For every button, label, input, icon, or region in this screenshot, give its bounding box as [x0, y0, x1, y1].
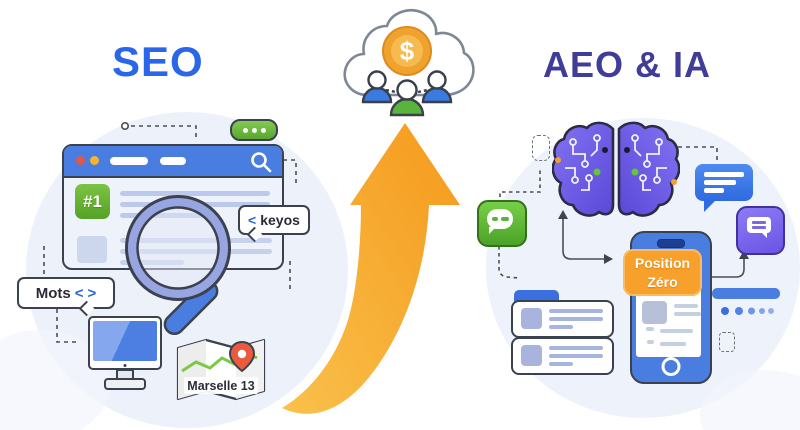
- text-line: [549, 317, 603, 321]
- map-label: Marselle 13: [187, 379, 254, 393]
- chat-bubble: [487, 209, 513, 234]
- phone-speaker: [657, 239, 685, 248]
- chevron-left-icon: <: [74, 284, 84, 302]
- seo-title: SEO: [112, 38, 204, 85]
- card-thumbnail: [521, 308, 542, 329]
- text-line: [674, 312, 701, 316]
- aeo-ia-title: AEO & IA: [543, 44, 712, 85]
- dot: [501, 217, 509, 221]
- dot: [260, 127, 266, 133]
- chevron-icon: <: [248, 212, 257, 228]
- map-pin-icon: [228, 340, 256, 373]
- search-icon: [251, 152, 272, 173]
- local-map-icon: Marselle 13: [176, 338, 266, 401]
- keywords-label: keyos: [260, 212, 300, 228]
- dot: [492, 217, 498, 221]
- monitor-base: [104, 378, 146, 390]
- blue-speech-bubble-icon: [695, 164, 753, 212]
- text-line: [752, 226, 766, 229]
- dollar-coin-icon: $: [382, 26, 432, 76]
- mots-label: Mots: [35, 284, 71, 302]
- text-line: [674, 304, 698, 308]
- rank-one-badge: #1: [75, 184, 110, 219]
- text-line: [120, 191, 270, 196]
- chat-bubble: [747, 217, 771, 238]
- green-chat-app-icon: [477, 200, 527, 247]
- address-bar: [110, 157, 148, 165]
- result-card: [511, 300, 614, 338]
- snippet-thumbnail: [642, 301, 667, 324]
- dot: [759, 308, 765, 314]
- mots-bubble: Mots < >: [17, 277, 115, 309]
- purple-chat-app-icon: [736, 206, 785, 255]
- result-thumbnail: [77, 236, 107, 263]
- user-group-icon: [361, 70, 453, 117]
- text-line: [660, 342, 686, 346]
- text-line: [704, 188, 724, 193]
- text-line: [549, 362, 573, 366]
- ellipsis-pill: [230, 119, 278, 141]
- keywords-bubble: < keyos: [238, 205, 310, 235]
- browser-header: [64, 146, 282, 178]
- window-dot-yellow: [90, 156, 99, 165]
- text-line: [660, 329, 693, 333]
- chevron-right-icon: >: [87, 284, 97, 302]
- dot: [242, 127, 248, 133]
- dashed-placeholder: [719, 332, 735, 352]
- ai-brain-icon: [552, 121, 680, 217]
- text-line: [549, 325, 573, 329]
- mini-header-bar: [712, 288, 780, 299]
- card-thumbnail: [521, 345, 542, 366]
- phone-home-button: [661, 357, 681, 376]
- coin-dollar-symbol: $: [400, 36, 415, 66]
- position-zero-line2: Zéro: [647, 273, 678, 290]
- bullet-orange: [646, 327, 654, 331]
- text-line: [549, 354, 603, 358]
- dot: [735, 307, 743, 315]
- dot: [251, 127, 257, 133]
- position-zero-badge: Position Zéro: [623, 249, 702, 296]
- pagination-dots: [721, 306, 781, 316]
- monitor-button: [123, 364, 127, 367]
- position-zero-line1: Position: [634, 255, 691, 272]
- magnifier-icon: [125, 195, 231, 336]
- tab-bar: [160, 157, 186, 165]
- text-line: [704, 172, 744, 177]
- text-line: [549, 309, 603, 313]
- dot: [721, 307, 729, 315]
- dot: [748, 307, 755, 315]
- result-card: [511, 337, 614, 375]
- text-line: [549, 346, 603, 350]
- bullet-red: [647, 340, 654, 344]
- monitor-screen: [93, 321, 157, 361]
- dot: [768, 308, 774, 314]
- growth-arrow-icon: [282, 123, 460, 414]
- text-line: [704, 180, 736, 185]
- text-line: [752, 221, 766, 224]
- dashed-placeholder: [532, 135, 550, 161]
- window-dot-red: [76, 156, 85, 165]
- cloud-dollar-users: $: [343, 8, 475, 117]
